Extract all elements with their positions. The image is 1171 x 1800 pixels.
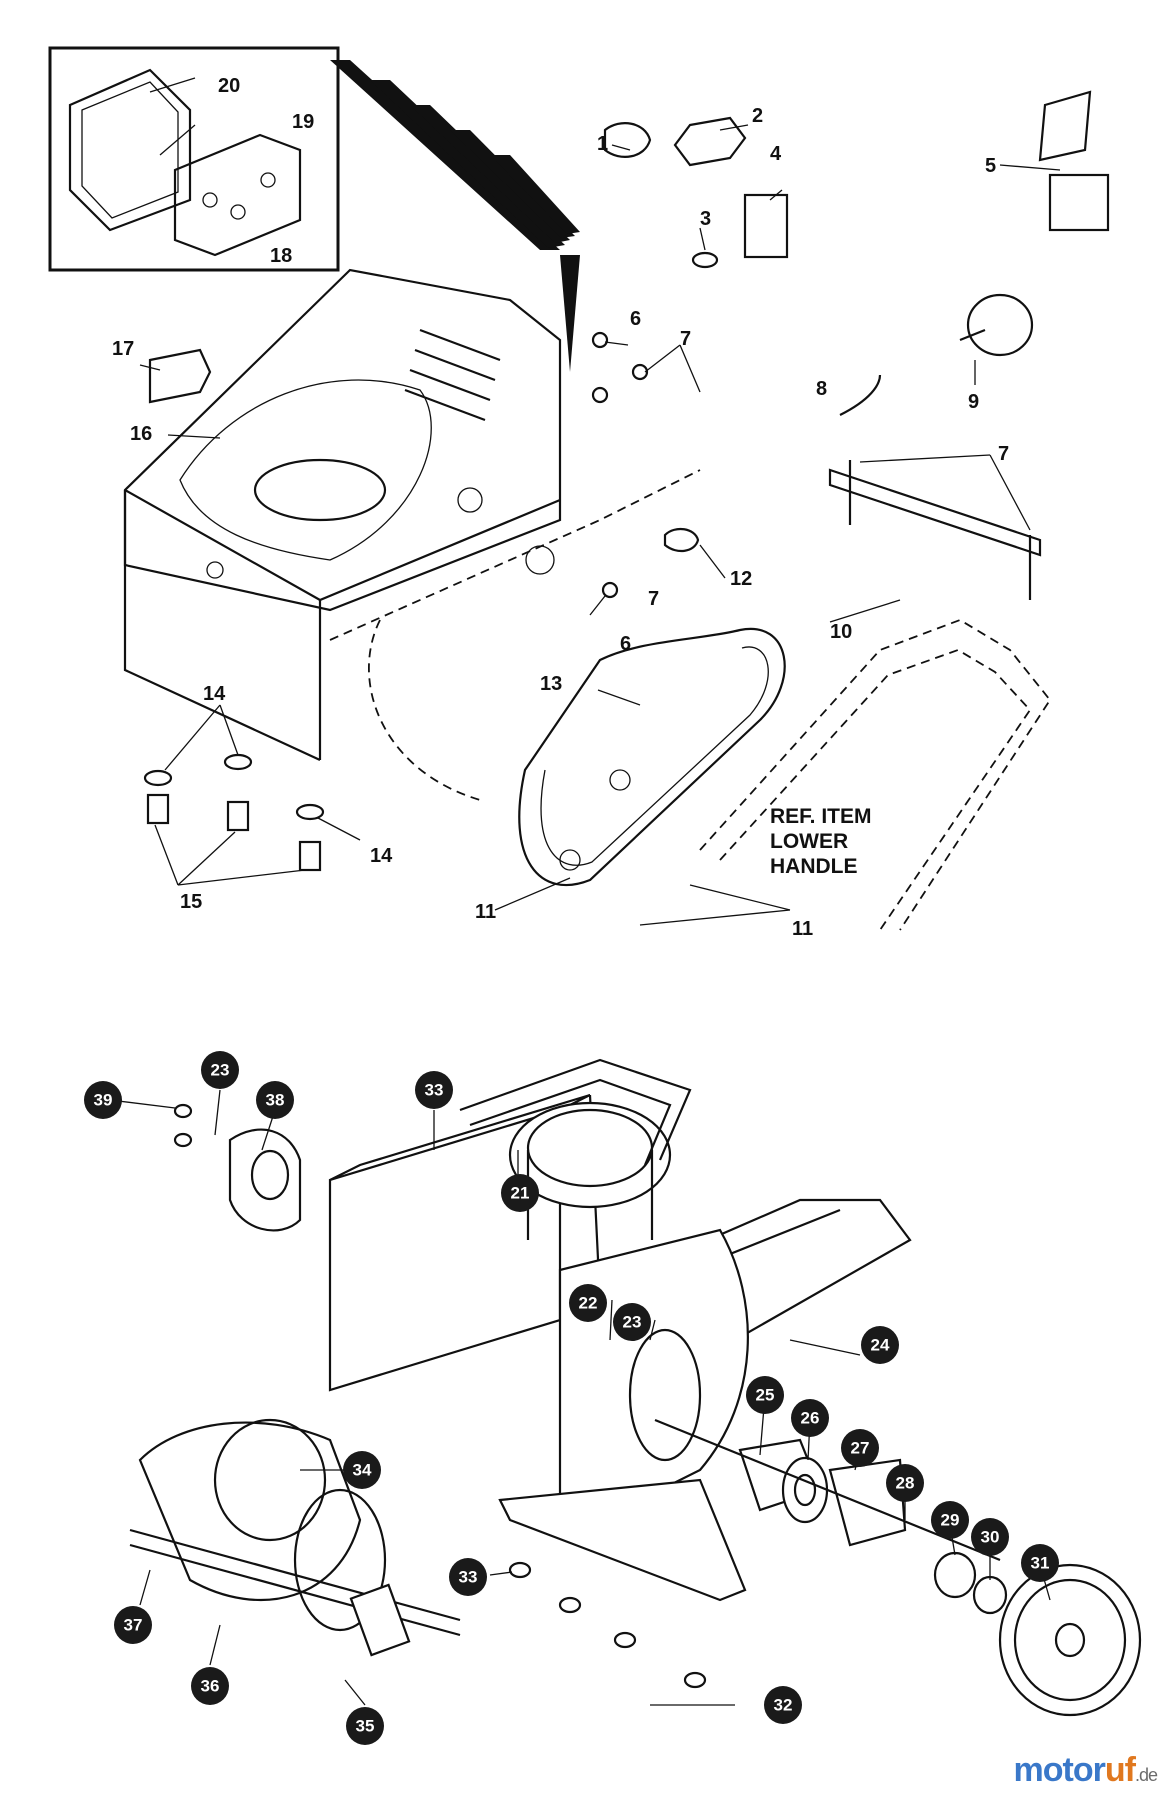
callout-3: 3: [700, 208, 711, 230]
svg-text:22: 22: [579, 1294, 598, 1313]
svg-text:34: 34: [353, 1461, 372, 1480]
svg-text:26: 26: [801, 1409, 820, 1428]
callout-6: 6: [630, 308, 641, 330]
callout-2: 2: [752, 105, 763, 127]
badge-26: 26: [791, 1399, 829, 1437]
svg-text:30: 30: [981, 1528, 1000, 1547]
callout-15: 15: [180, 891, 202, 913]
svg-text:36: 36: [201, 1677, 220, 1696]
callout-1: 1: [597, 133, 608, 155]
callout-4: 4: [770, 143, 782, 165]
badge-33-top: 33: [415, 1071, 453, 1109]
lower-callouts: 21 22 23 23 24 25 26 27 28 29 30 31 32 3…: [84, 1051, 1059, 1745]
svg-text:37: 37: [124, 1616, 143, 1635]
badge-29: 29: [931, 1501, 969, 1539]
svg-text:29: 29: [941, 1511, 960, 1530]
hardware-fasteners: [143, 90, 1110, 872]
badge-35: 35: [346, 1707, 384, 1745]
svg-text:23: 23: [623, 1313, 642, 1332]
chute-ring: [508, 1101, 672, 1209]
upper-assembly: 1 2 3 4 5 6 7 8 9 10 11 12 13 14 15 16 1…: [48, 46, 1110, 940]
svg-text:25: 25: [756, 1386, 775, 1405]
brand-watermark: motoruf.de: [1013, 1751, 1158, 1789]
badge-30: 30: [971, 1518, 1009, 1556]
auger-assembly: [129, 1418, 461, 1657]
callout-7-lower: 7: [648, 588, 659, 610]
callout-11-right: 11: [792, 918, 813, 940]
callout-5: 5: [985, 155, 996, 177]
callout-20: 20: [218, 75, 240, 97]
badge-27: 27: [841, 1429, 879, 1467]
reference-note: REF. ITEM LOWER HANDLE: [770, 805, 872, 878]
lower-handle-reference: [699, 619, 1052, 931]
reference-note-line-3: HANDLE: [770, 855, 858, 878]
callout-8: 8: [816, 378, 827, 400]
callout-19: 19: [292, 111, 314, 133]
badge-38: 38: [256, 1081, 294, 1119]
lower-assembly: 21 22 23 23 24 25 26 27 28 29 30 31 32 3…: [84, 1051, 1142, 1745]
badge-32: 32: [764, 1686, 802, 1724]
svg-text:32: 32: [774, 1696, 793, 1715]
svg-text:28: 28: [896, 1474, 915, 1493]
callout-12: 12: [730, 568, 752, 590]
svg-text:31: 31: [1031, 1554, 1050, 1573]
callout-14: 14: [203, 683, 226, 705]
svg-text:33: 33: [425, 1081, 444, 1100]
callout-16: 16: [130, 423, 152, 445]
callout-9: 9: [968, 391, 979, 413]
svg-text:21: 21: [511, 1184, 530, 1203]
badge-36: 36: [191, 1667, 229, 1705]
callout-10: 10: [830, 621, 852, 643]
badge-24: 24: [861, 1326, 899, 1364]
callout-13: 13: [540, 673, 562, 695]
badge-21: 21: [501, 1174, 539, 1212]
shave-plate: [498, 1478, 747, 1602]
belt-cover: [518, 627, 786, 886]
drive-pulley: [998, 1563, 1142, 1717]
callout-11: 11: [475, 901, 496, 923]
callout-6-lower: 6: [620, 633, 631, 655]
svg-text:33: 33: [459, 1568, 478, 1587]
svg-text:35: 35: [356, 1717, 375, 1736]
svg-text:24: 24: [871, 1336, 890, 1355]
inset-projection-band: [330, 60, 580, 372]
reference-note-line-2: LOWER: [770, 830, 848, 853]
callout-17: 17: [112, 338, 134, 360]
auger-housing: [123, 268, 701, 801]
callout-7: 7: [680, 328, 691, 350]
svg-text:23: 23: [211, 1061, 230, 1080]
callout-7-right: 7: [998, 443, 1009, 465]
inset-detail-box: [48, 46, 340, 272]
reference-note-line-1: REF. ITEM: [770, 805, 872, 828]
callout-18: 18: [270, 245, 292, 267]
badge-22: 22: [569, 1284, 607, 1322]
svg-text:27: 27: [851, 1439, 870, 1458]
svg-text:38: 38: [266, 1091, 285, 1110]
upper-callouts: 1 2 3 4 5 6 7 8 9 10 11 12 13 14 15 16 1…: [112, 75, 1009, 940]
side-plate: [558, 1228, 749, 1522]
callout-14-right: 14: [370, 845, 393, 867]
badge-37: 37: [114, 1606, 152, 1644]
badge-39: 39: [84, 1081, 122, 1119]
badge-33-bottom: 33: [449, 1558, 487, 1596]
badge-28: 28: [886, 1464, 924, 1502]
badge-23-left: 23: [201, 1051, 239, 1089]
badge-34: 34: [343, 1451, 381, 1489]
badge-31: 31: [1021, 1544, 1059, 1582]
badge-25: 25: [746, 1376, 784, 1414]
svg-text:39: 39: [94, 1091, 113, 1110]
badge-23-right: 23: [613, 1303, 651, 1341]
upper-leader-lines: [139, 124, 1061, 926]
